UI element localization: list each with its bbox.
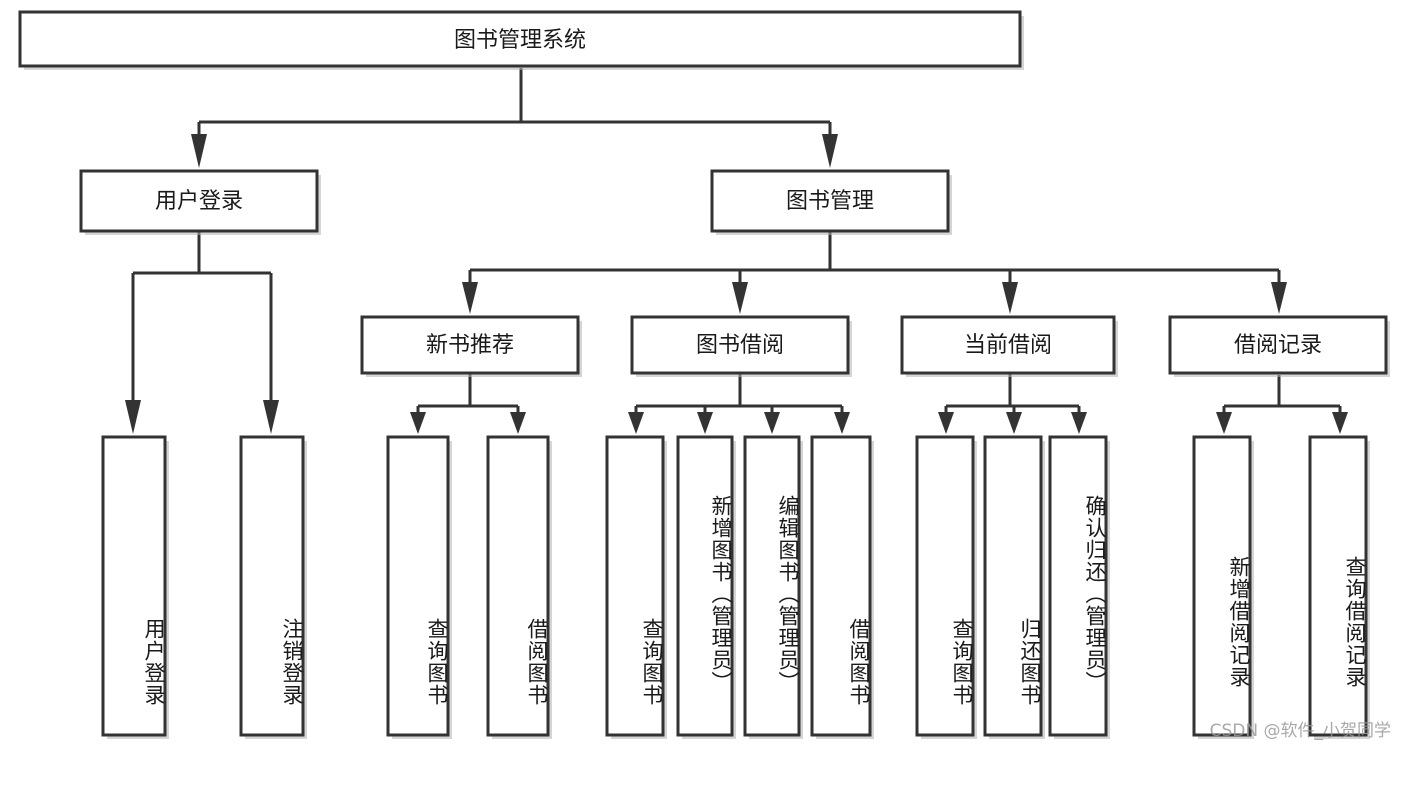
leaf-current-borrow-3[interactable] <box>1048 435 1110 739</box>
edge-group <box>125 68 1348 434</box>
leaf-current-borrow-2[interactable] <box>983 435 1045 739</box>
node-root-label: 图书管理系统 <box>454 28 586 53</box>
arrowhead-bb-2 <box>697 412 713 434</box>
leaf-current-borrow-3-box <box>1048 435 1108 737</box>
arrowhead-cb-1 <box>938 412 954 434</box>
leaf-new-book-2-box <box>486 435 550 737</box>
leaf-new-book-1[interactable] <box>386 435 452 739</box>
node-book-borrow-box <box>630 315 850 375</box>
flowchart-canvas: 图书管理系统 用户登录 图书管理 新书推荐 图书借阅 当前借阅 <box>18 10 1390 739</box>
node-book-management[interactable]: 图书管理 <box>710 169 952 235</box>
arrowhead-br-2 <box>1332 412 1348 434</box>
arrowhead-bb-4 <box>834 412 850 434</box>
leaf-user-login-2[interactable] <box>239 435 307 739</box>
node-current-borrow-label: 当前借阅 <box>964 333 1052 358</box>
arrowhead-nb-1 <box>410 412 426 434</box>
leaf-user-login-1[interactable] <box>101 435 169 739</box>
arrowhead-current <box>1002 282 1018 314</box>
arrowhead-record <box>1271 282 1287 314</box>
leaf-book-borrow-4[interactable] <box>810 435 874 739</box>
node-current-borrow-box <box>900 315 1116 375</box>
node-book-borrow-label: 图书借阅 <box>696 333 784 358</box>
node-book-management-box <box>710 169 950 233</box>
node-book-borrow[interactable]: 图书借阅 <box>630 315 852 377</box>
flowchart-diagram: 图书管理系统 用户登录 图书管理 新书推荐 图书借阅 当前借阅 <box>18 10 1391 741</box>
node-current-borrow[interactable]: 当前借阅 <box>900 315 1118 377</box>
arrowhead-br-1 <box>1216 412 1232 434</box>
leaf-book-borrow-2[interactable] <box>676 435 736 739</box>
node-new-book-recommend-box <box>360 315 580 375</box>
leaf-book-borrow-1-box <box>605 435 665 737</box>
arrowhead-borrow <box>732 282 748 314</box>
node-new-book-recommend[interactable]: 新书推荐 <box>360 315 582 377</box>
node-borrow-record-label: 借阅记录 <box>1234 333 1322 358</box>
arrowhead-bb-1 <box>628 412 644 434</box>
leaf-book-borrow-4-box <box>810 435 872 737</box>
node-root-box <box>18 10 1022 68</box>
csdn-watermark: CSDN @软件_小贺同学 <box>1209 721 1391 741</box>
arrowhead-cb-3 <box>1071 412 1087 434</box>
leaf-user-login-1-box <box>101 435 167 737</box>
node-user-login-label: 用户登录 <box>155 189 243 214</box>
node-book-management-label: 图书管理 <box>786 189 874 214</box>
leaf-borrow-record-2-box <box>1308 435 1368 737</box>
leaf-book-borrow-3[interactable] <box>743 435 803 739</box>
arrowhead-cb-2 <box>1006 412 1022 434</box>
leaf-borrow-record-1-box <box>1192 435 1252 737</box>
node-user-login[interactable]: 用户登录 <box>79 169 321 235</box>
node-user-login-box <box>79 169 319 233</box>
leaf-current-borrow-2-box <box>983 435 1043 737</box>
node-new-book-recommend-label: 新书推荐 <box>426 333 514 358</box>
node-borrow-record[interactable]: 借阅记录 <box>1168 315 1390 377</box>
arrowhead-bb-3 <box>764 412 780 434</box>
arrowhead-logout <box>263 400 279 434</box>
leaf-book-borrow-3-box <box>743 435 801 737</box>
leaf-current-borrow-1-box <box>915 435 975 737</box>
node-root[interactable]: 图书管理系统 <box>18 10 1024 70</box>
leaf-borrow-record-1[interactable] <box>1192 435 1254 739</box>
leaf-new-book-2[interactable] <box>486 435 552 739</box>
leaf-borrow-record-2[interactable] <box>1308 435 1370 739</box>
leaf-book-borrow-1[interactable] <box>605 435 667 739</box>
arrowhead-user-login <box>125 400 141 434</box>
leaf-current-borrow-1[interactable] <box>915 435 977 739</box>
node-borrow-record-box <box>1168 315 1388 375</box>
leaf-user-login-2-box <box>239 435 305 737</box>
arrowhead-newbook <box>462 282 478 314</box>
arrowhead-nb-2 <box>510 412 526 434</box>
arrowhead-login <box>191 134 207 168</box>
leaf-book-borrow-2-box <box>676 435 734 737</box>
leaf-new-book-1-box <box>386 435 450 737</box>
arrowhead-bookmgmt <box>822 134 838 168</box>
